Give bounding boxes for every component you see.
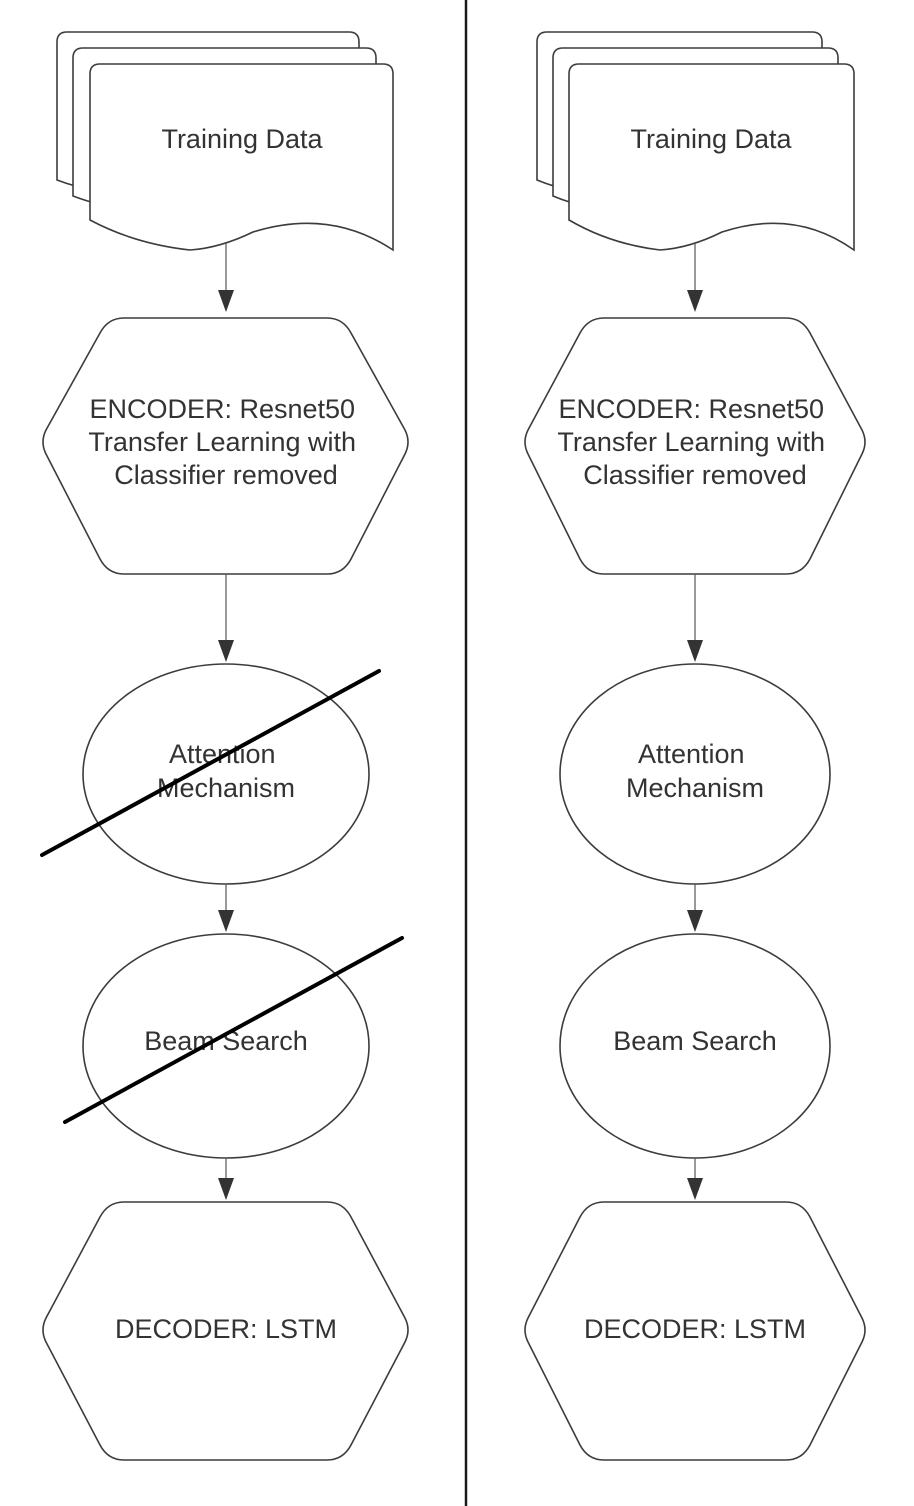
left-attention-line-2: Mechanism — [157, 773, 295, 803]
left-encoder-hexagon — [42, 317, 409, 575]
right-decoder-node: DECODER: LSTM — [524, 1201, 866, 1461]
right-encoder-hexagon — [524, 317, 866, 575]
right-decoder-hexagon — [524, 1201, 866, 1461]
right-attention-node: Attention Mechanism — [559, 663, 831, 885]
left-encoder-line-3: Classifier removed — [114, 460, 338, 490]
right-document-front — [568, 63, 855, 252]
right-training-data-line-1: Training Data — [630, 124, 792, 154]
left-decoder-line-1: DECODER: LSTM — [115, 1314, 337, 1344]
right-decoder-line-1: DECODER: LSTM — [584, 1314, 806, 1344]
left-beam-search-line-1: Beam Search — [144, 1026, 308, 1056]
right-encoder-line-2: Transfer Learning with — [557, 427, 825, 457]
left-decoder-node: DECODER: LSTM — [42, 1201, 409, 1461]
right-training-data-node: Training Data — [536, 31, 855, 252]
left-beam-search-strikethrough — [63, 936, 404, 1124]
left-arrowhead-1 — [218, 290, 234, 312]
left-edge-attention-to-beam — [218, 884, 234, 932]
left-encoder-line-1: ENCODER: Resnet50 — [89, 394, 355, 424]
right-attention-label: Attention Mechanism — [626, 739, 764, 803]
left-beam-search-node: Beam Search — [63, 933, 404, 1159]
right-training-data-label: Training Data — [630, 124, 792, 154]
left-beam-search-label: Beam Search — [144, 1026, 308, 1056]
right-beam-search-label: Beam Search — [613, 1026, 777, 1056]
right-decoder-label: DECODER: LSTM — [584, 1314, 806, 1344]
right-beam-search-line-1: Beam Search — [613, 1026, 777, 1056]
left-arrowhead-4 — [218, 1178, 234, 1200]
right-attention-line-1: Attention — [638, 739, 745, 769]
left-panel: Training Data ENCODER: Resnet50 Transfer… — [40, 31, 409, 1461]
left-decoder-hexagon — [42, 1201, 409, 1461]
right-encoder-line-1: ENCODER: Resnet50 — [558, 394, 824, 424]
right-edge-training-to-encoder — [687, 243, 703, 312]
left-attention-line-1: Attention — [169, 739, 276, 769]
right-encoder-line-3: Classifier removed — [583, 460, 807, 490]
right-edge-encoder-to-attention — [687, 574, 703, 662]
right-edge-beam-to-decoder — [687, 1158, 703, 1200]
left-decoder-label: DECODER: LSTM — [115, 1314, 337, 1344]
left-arrowhead-2 — [218, 640, 234, 662]
right-encoder-node: ENCODER: Resnet50 Transfer Learning with… — [524, 317, 866, 575]
right-arrowhead-1 — [687, 290, 703, 312]
right-arrowhead-3 — [687, 910, 703, 932]
left-edge-training-to-encoder — [218, 243, 234, 312]
right-arrowhead-4 — [687, 1178, 703, 1200]
left-training-data-label: Training Data — [161, 124, 323, 154]
left-training-data-node: Training Data — [56, 31, 394, 252]
left-edge-beam-to-decoder — [218, 1158, 234, 1200]
left-edge-encoder-to-attention — [218, 574, 234, 662]
right-panel: Training Data ENCODER: Resnet50 Transfer… — [524, 31, 866, 1461]
right-edge-attention-to-beam — [687, 884, 703, 932]
right-beam-search-node: Beam Search — [559, 933, 831, 1159]
right-attention-line-2: Mechanism — [626, 773, 764, 803]
left-attention-node: Attention Mechanism — [40, 663, 381, 885]
left-arrowhead-3 — [218, 910, 234, 932]
left-encoder-line-2: Transfer Learning with — [88, 427, 356, 457]
right-arrowhead-2 — [687, 640, 703, 662]
left-encoder-label: ENCODER: Resnet50 Transfer Learning with… — [88, 394, 363, 490]
left-encoder-node: ENCODER: Resnet50 Transfer Learning with… — [42, 317, 409, 575]
right-encoder-label: ENCODER: Resnet50 Transfer Learning with… — [557, 394, 832, 490]
left-training-data-line-1: Training Data — [161, 124, 323, 154]
left-document-front — [89, 63, 394, 252]
left-attention-strikethrough — [40, 669, 381, 857]
